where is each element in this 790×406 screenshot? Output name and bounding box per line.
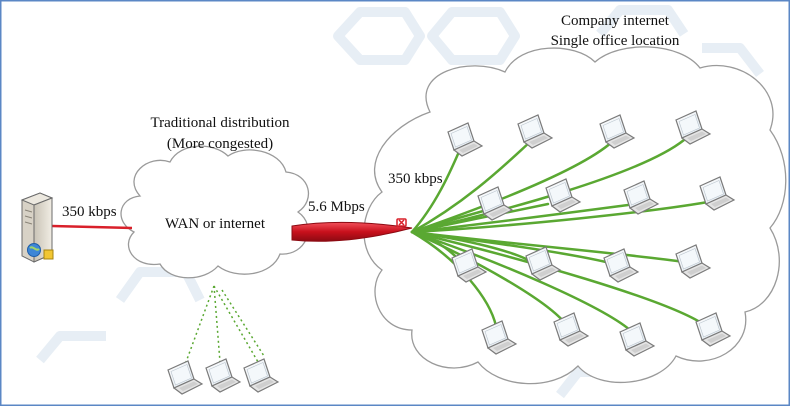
laptop-icon bbox=[167, 360, 203, 395]
wan-laptops bbox=[167, 358, 279, 395]
green-link-3 bbox=[410, 140, 614, 234]
green-link-8 bbox=[410, 200, 710, 234]
laptop-icon bbox=[205, 358, 241, 393]
connector-icon bbox=[396, 218, 407, 227]
company-subtitle: Single office location bbox=[550, 33, 680, 49]
company-title: Company internet bbox=[561, 13, 669, 29]
branch-speed-label: 350 kbps bbox=[388, 171, 443, 187]
green-link-16 bbox=[410, 230, 708, 328]
green-link-12 bbox=[410, 230, 686, 264]
server-icon bbox=[20, 192, 54, 263]
wan-cloud bbox=[120, 145, 309, 279]
server-link-speed-label: 350 kbps bbox=[62, 204, 117, 220]
traditional-title: Traditional distribution bbox=[150, 115, 290, 131]
laptop-icon bbox=[243, 358, 279, 393]
green-link-15 bbox=[410, 230, 632, 332]
background-pattern bbox=[36, 5, 764, 399]
server-link bbox=[51, 224, 133, 230]
green-link-14 bbox=[410, 230, 566, 324]
green-link-7 bbox=[410, 203, 630, 234]
trunk-link bbox=[291, 221, 413, 242]
traditional-subtitle: (More congested) bbox=[166, 136, 274, 152]
dotted-links bbox=[185, 285, 265, 363]
trunk-speed-label: 5.6 Mbps bbox=[308, 199, 365, 215]
green-link-2 bbox=[410, 140, 532, 234]
wan-cloud-label: WAN or internet bbox=[165, 216, 265, 232]
